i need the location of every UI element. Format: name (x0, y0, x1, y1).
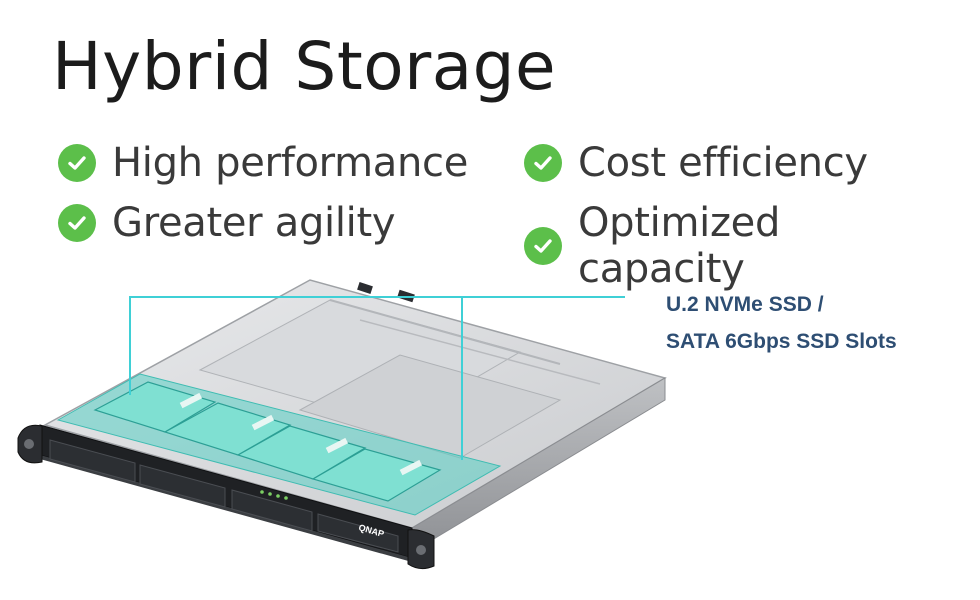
check-icon (58, 204, 96, 242)
feature-cost-efficiency: Cost efficiency (524, 140, 868, 186)
rack-server-illustration: QNAP (17, 279, 667, 570)
feature-list: High performance Cost efficiency Greater… (58, 140, 958, 292)
feature-greater-agility: Greater agility (58, 200, 396, 246)
callout-line-2: SATA 6Gbps SSD Slots (666, 330, 897, 353)
drive-bay (139, 464, 226, 508)
ssd-drive (311, 448, 442, 502)
check-icon (524, 227, 562, 265)
status-led (276, 494, 280, 498)
drive-bay (49, 439, 136, 483)
status-led (284, 496, 288, 500)
ssd-slot-callout: U.2 NVMe SSD / SATA 6Gbps SSD Slots (666, 286, 897, 360)
feature-high-performance: High performance (58, 140, 468, 186)
status-led (268, 492, 272, 496)
feature-label: Optimized capacity (578, 200, 781, 292)
feature-optimized-capacity: Optimized capacity (524, 200, 958, 292)
ssd-slot-highlight (56, 373, 502, 516)
feature-label: Greater agility (112, 200, 396, 246)
callout-line-1: U.2 NVMe SSD / (666, 293, 824, 316)
front-panel: QNAP (17, 424, 435, 570)
ssd-drive (236, 425, 367, 480)
drive-bay (231, 489, 313, 532)
callout-lines (129, 296, 625, 460)
feature-label: Cost efficiency (578, 140, 868, 186)
page-title: Hybrid Storage (52, 28, 557, 105)
check-icon (524, 144, 562, 182)
feature-label: High performance (112, 140, 469, 186)
drive-bay (317, 513, 399, 553)
status-led (260, 490, 264, 494)
check-icon (58, 144, 96, 182)
ssd-drive (163, 402, 292, 456)
